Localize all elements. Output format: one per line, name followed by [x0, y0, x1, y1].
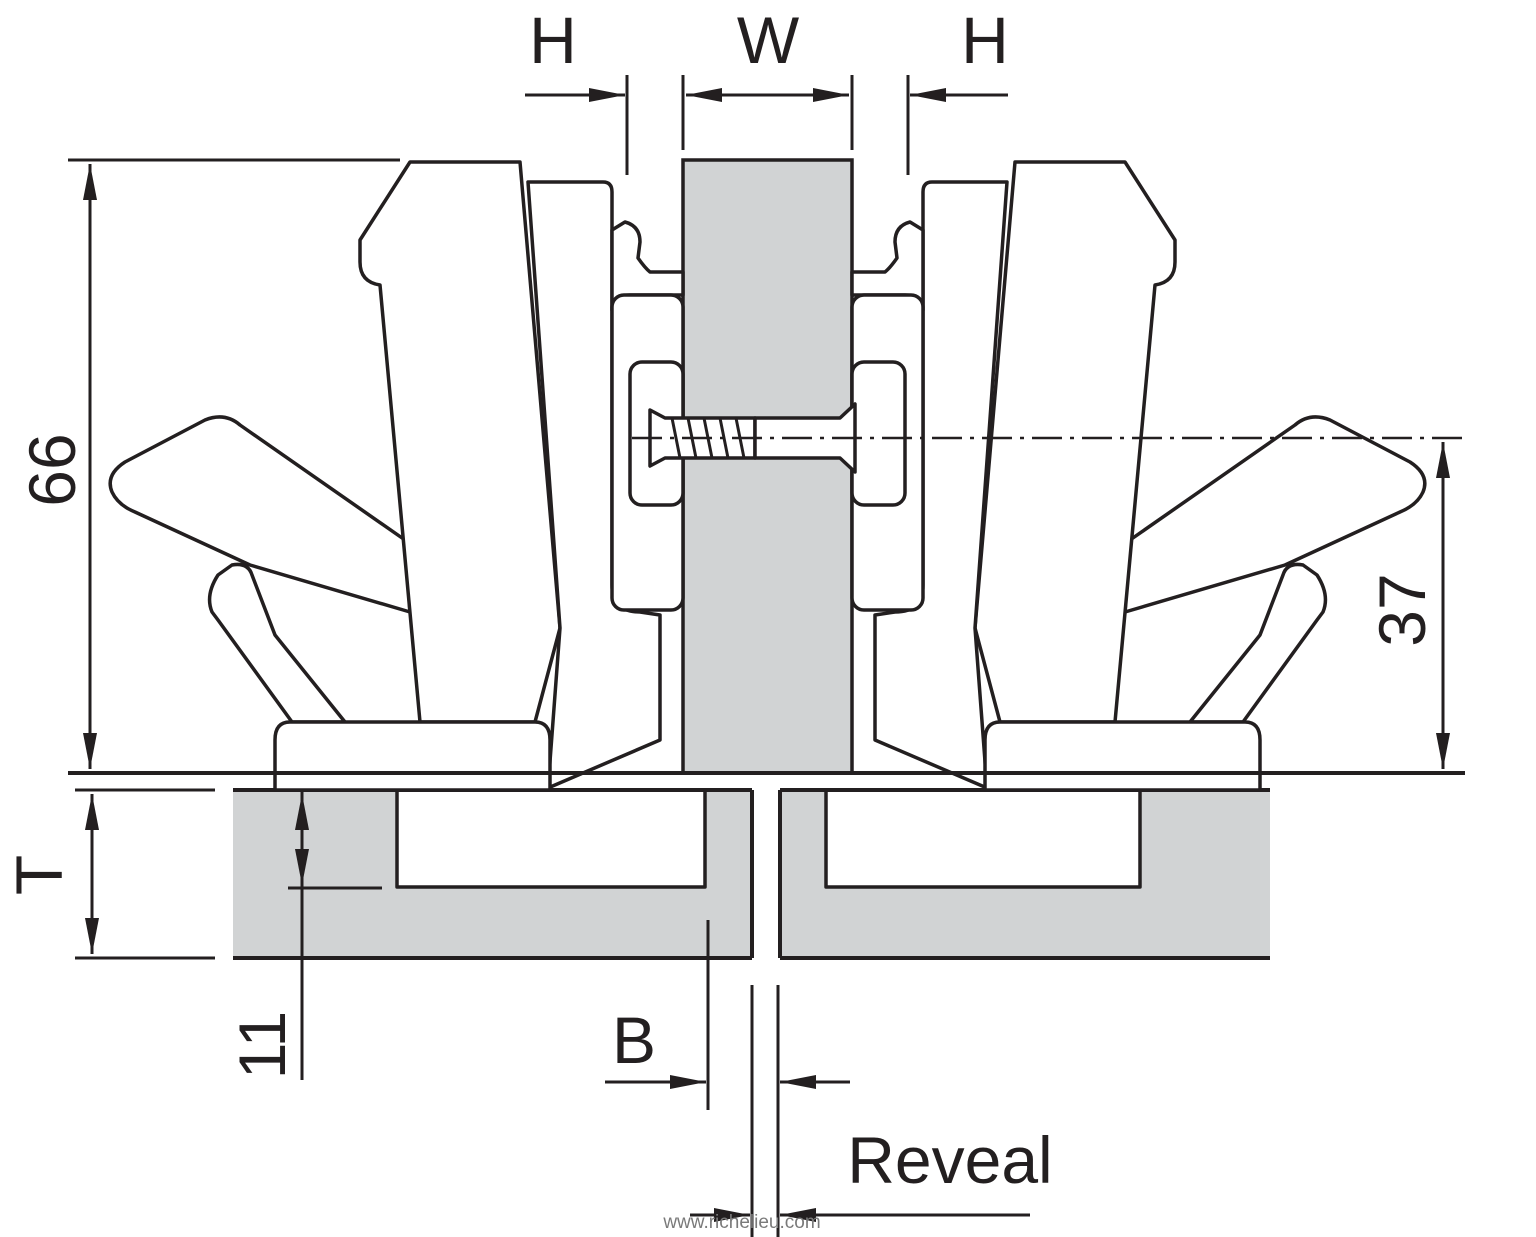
dim-t-label: T: [2, 855, 76, 895]
door-panel-left: [233, 788, 754, 960]
dim-w-label: W: [737, 3, 800, 77]
center-panel: [681, 158, 854, 775]
dim-reveal-label: Reveal: [847, 1123, 1052, 1197]
door-panel-right: [778, 788, 1270, 960]
dim-h-right-label: H: [961, 3, 1009, 77]
hinge-right: [850, 160, 1427, 792]
hinge-left: [108, 160, 685, 792]
dim-37-label: 37: [1365, 573, 1439, 646]
watermark-text: www.richelieu.com: [662, 1212, 820, 1233]
dim-h-left-label: H: [529, 3, 577, 77]
dim-66-label: 66: [15, 433, 89, 506]
dim-b-label: B: [612, 1003, 656, 1077]
dim-11-label: 11: [225, 1011, 299, 1080]
